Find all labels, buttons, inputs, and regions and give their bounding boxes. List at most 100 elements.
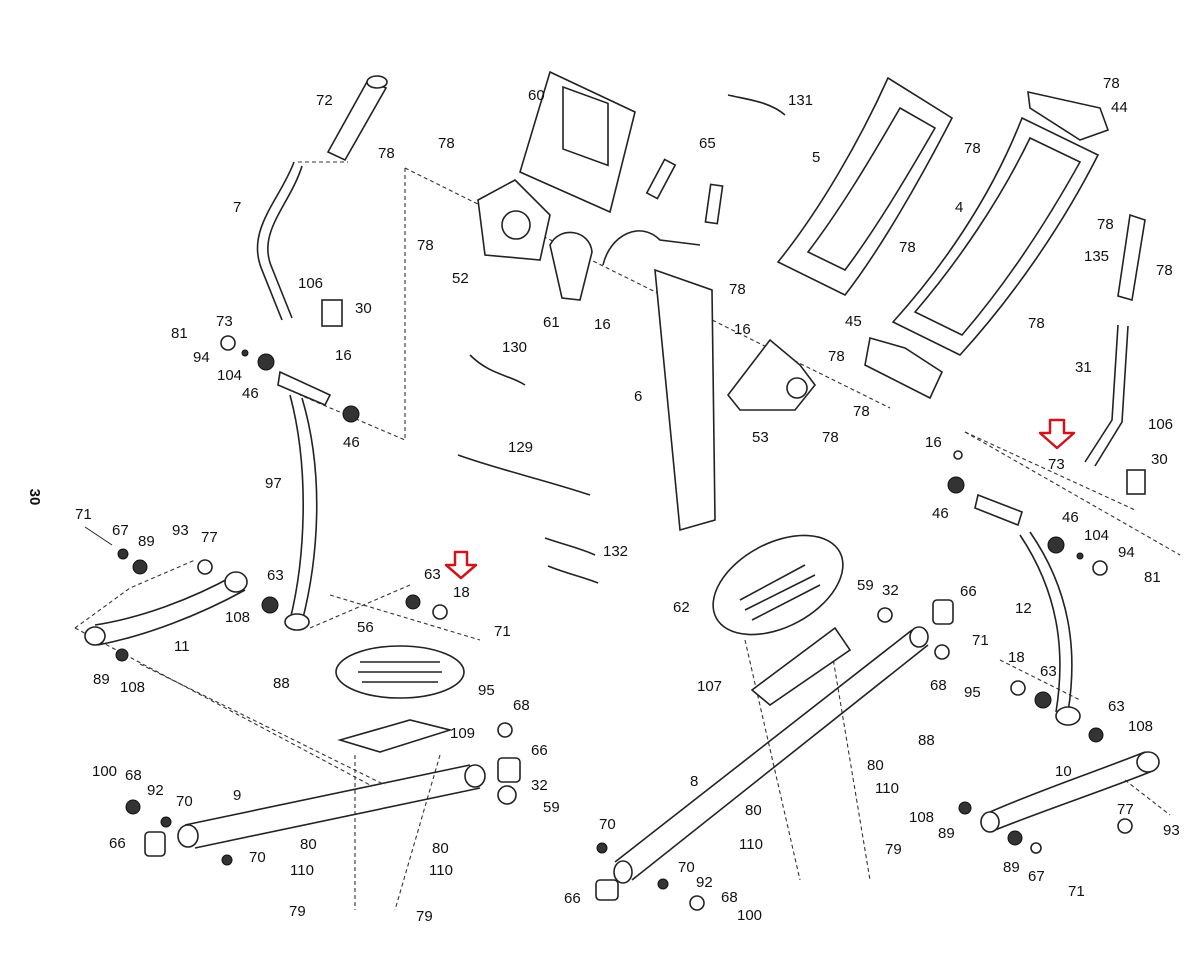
right-pedal-arm-10 — [980, 751, 1160, 833]
part-labels: 72 78 7 106 73 30 81 94 104 46 16 46 97 … — [75, 75, 1180, 925]
part-label: 70 — [249, 849, 266, 866]
part-label: 135 — [1084, 248, 1109, 265]
part-label: 80 — [745, 802, 762, 819]
part-label: 78 — [828, 348, 845, 365]
part-label: 94 — [1118, 544, 1135, 561]
part-label: 89 — [938, 825, 955, 842]
part-label: 5 — [812, 149, 820, 166]
part-label: 78 — [1028, 315, 1045, 332]
left-arm-hardware — [84, 299, 360, 662]
right-pedal-hardware — [595, 599, 954, 911]
part-label: 88 — [918, 732, 935, 749]
part-label: 95 — [478, 682, 495, 699]
part-label: 16 — [734, 321, 751, 338]
base-45 — [864, 336, 944, 400]
part-label: 78 — [729, 281, 746, 298]
page-number: 30 — [26, 489, 43, 506]
assembly-lines — [74, 161, 1181, 911]
part-label: 79 — [416, 908, 433, 925]
part-label: 79 — [289, 903, 306, 920]
part-label: 100 — [737, 907, 762, 924]
part-label: 104 — [217, 367, 242, 384]
part-label: 53 — [752, 429, 769, 446]
part-label: 108 — [1128, 718, 1153, 735]
right-pedal-62 — [712, 534, 844, 636]
part-label: 44 — [1111, 99, 1128, 116]
part-label: 80 — [432, 840, 449, 857]
part-label: 30 — [355, 300, 372, 317]
wire-harnesses — [457, 94, 786, 584]
part-label: 78 — [438, 135, 455, 152]
left-lower-arm-97 — [277, 370, 332, 631]
upright-6 — [602, 230, 716, 532]
part-label: 80 — [867, 757, 884, 774]
part-label: 66 — [109, 835, 126, 852]
left-pedal-56 — [335, 645, 465, 699]
part-label: 97 — [265, 475, 282, 492]
part-label: 68 — [125, 767, 142, 784]
part-label: 63 — [1040, 663, 1057, 680]
part-label: 46 — [1062, 509, 1079, 526]
part-label: 80 — [300, 836, 317, 853]
part-label: 78 — [378, 145, 395, 162]
part-label: 59 — [543, 799, 560, 816]
part-label: 56 — [357, 619, 374, 636]
part-label: 10 — [1055, 763, 1072, 780]
part-label: 59 — [857, 577, 874, 594]
part-label: 95 — [964, 684, 981, 701]
part-label: 77 — [201, 529, 218, 546]
part-label: 100 — [92, 763, 117, 780]
part-label: 4 — [955, 199, 963, 216]
part-label: 94 — [193, 349, 210, 366]
part-label: 106 — [298, 275, 323, 292]
part-label: 132 — [603, 543, 628, 560]
part-label: 45 — [845, 313, 862, 330]
part-label: 16 — [925, 434, 942, 451]
part-label: 78 — [853, 403, 870, 420]
part-label: 78 — [1103, 75, 1120, 92]
part-label: 46 — [343, 434, 360, 451]
part-label: 68 — [721, 889, 738, 906]
handle-grips-65 — [645, 158, 724, 225]
right-upper-handle-135 — [1117, 213, 1146, 302]
left-upper-handle-72 — [326, 75, 388, 162]
part-label: 18 — [1008, 649, 1025, 666]
right-lower-arm-12 — [974, 493, 1081, 726]
part-label: 130 — [502, 339, 527, 356]
part-label: 32 — [882, 582, 899, 599]
part-label: 70 — [599, 816, 616, 833]
part-label: 110 — [739, 836, 763, 853]
part-label: 8 — [690, 773, 698, 790]
part-label: 52 — [452, 270, 469, 287]
part-label: 30 — [1151, 451, 1168, 468]
part-label: 79 — [885, 841, 902, 858]
part-label: 12 — [1015, 600, 1032, 617]
cup-holder-61 — [549, 231, 593, 301]
part-label: 78 — [1097, 216, 1114, 233]
part-label: 73 — [216, 313, 233, 330]
shield-5 — [776, 76, 954, 297]
part-label: 65 — [699, 135, 716, 152]
part-label: 32 — [531, 777, 548, 794]
part-label: 129 — [508, 439, 533, 456]
console-60 — [519, 70, 636, 214]
part-label: 78 — [899, 239, 916, 256]
part-label: 46 — [932, 505, 949, 522]
part-label: 16 — [335, 347, 352, 364]
part-label: 11 — [174, 638, 190, 655]
console-base-52 — [477, 179, 551, 261]
part-label: 72 — [316, 92, 333, 109]
part-label: 63 — [267, 567, 284, 584]
part-label: 109 — [450, 725, 475, 742]
part-label: 110 — [875, 780, 899, 797]
part-label: 7 — [233, 199, 241, 216]
part-label: 110 — [290, 862, 314, 879]
cap-44 — [1027, 90, 1110, 141]
part-label: 67 — [1028, 868, 1045, 885]
part-label: 89 — [1003, 859, 1020, 876]
part-label: 81 — [171, 325, 188, 342]
part-label: 81 — [1144, 569, 1161, 586]
shroud-53 — [726, 338, 817, 411]
part-label: 78 — [1156, 262, 1173, 279]
